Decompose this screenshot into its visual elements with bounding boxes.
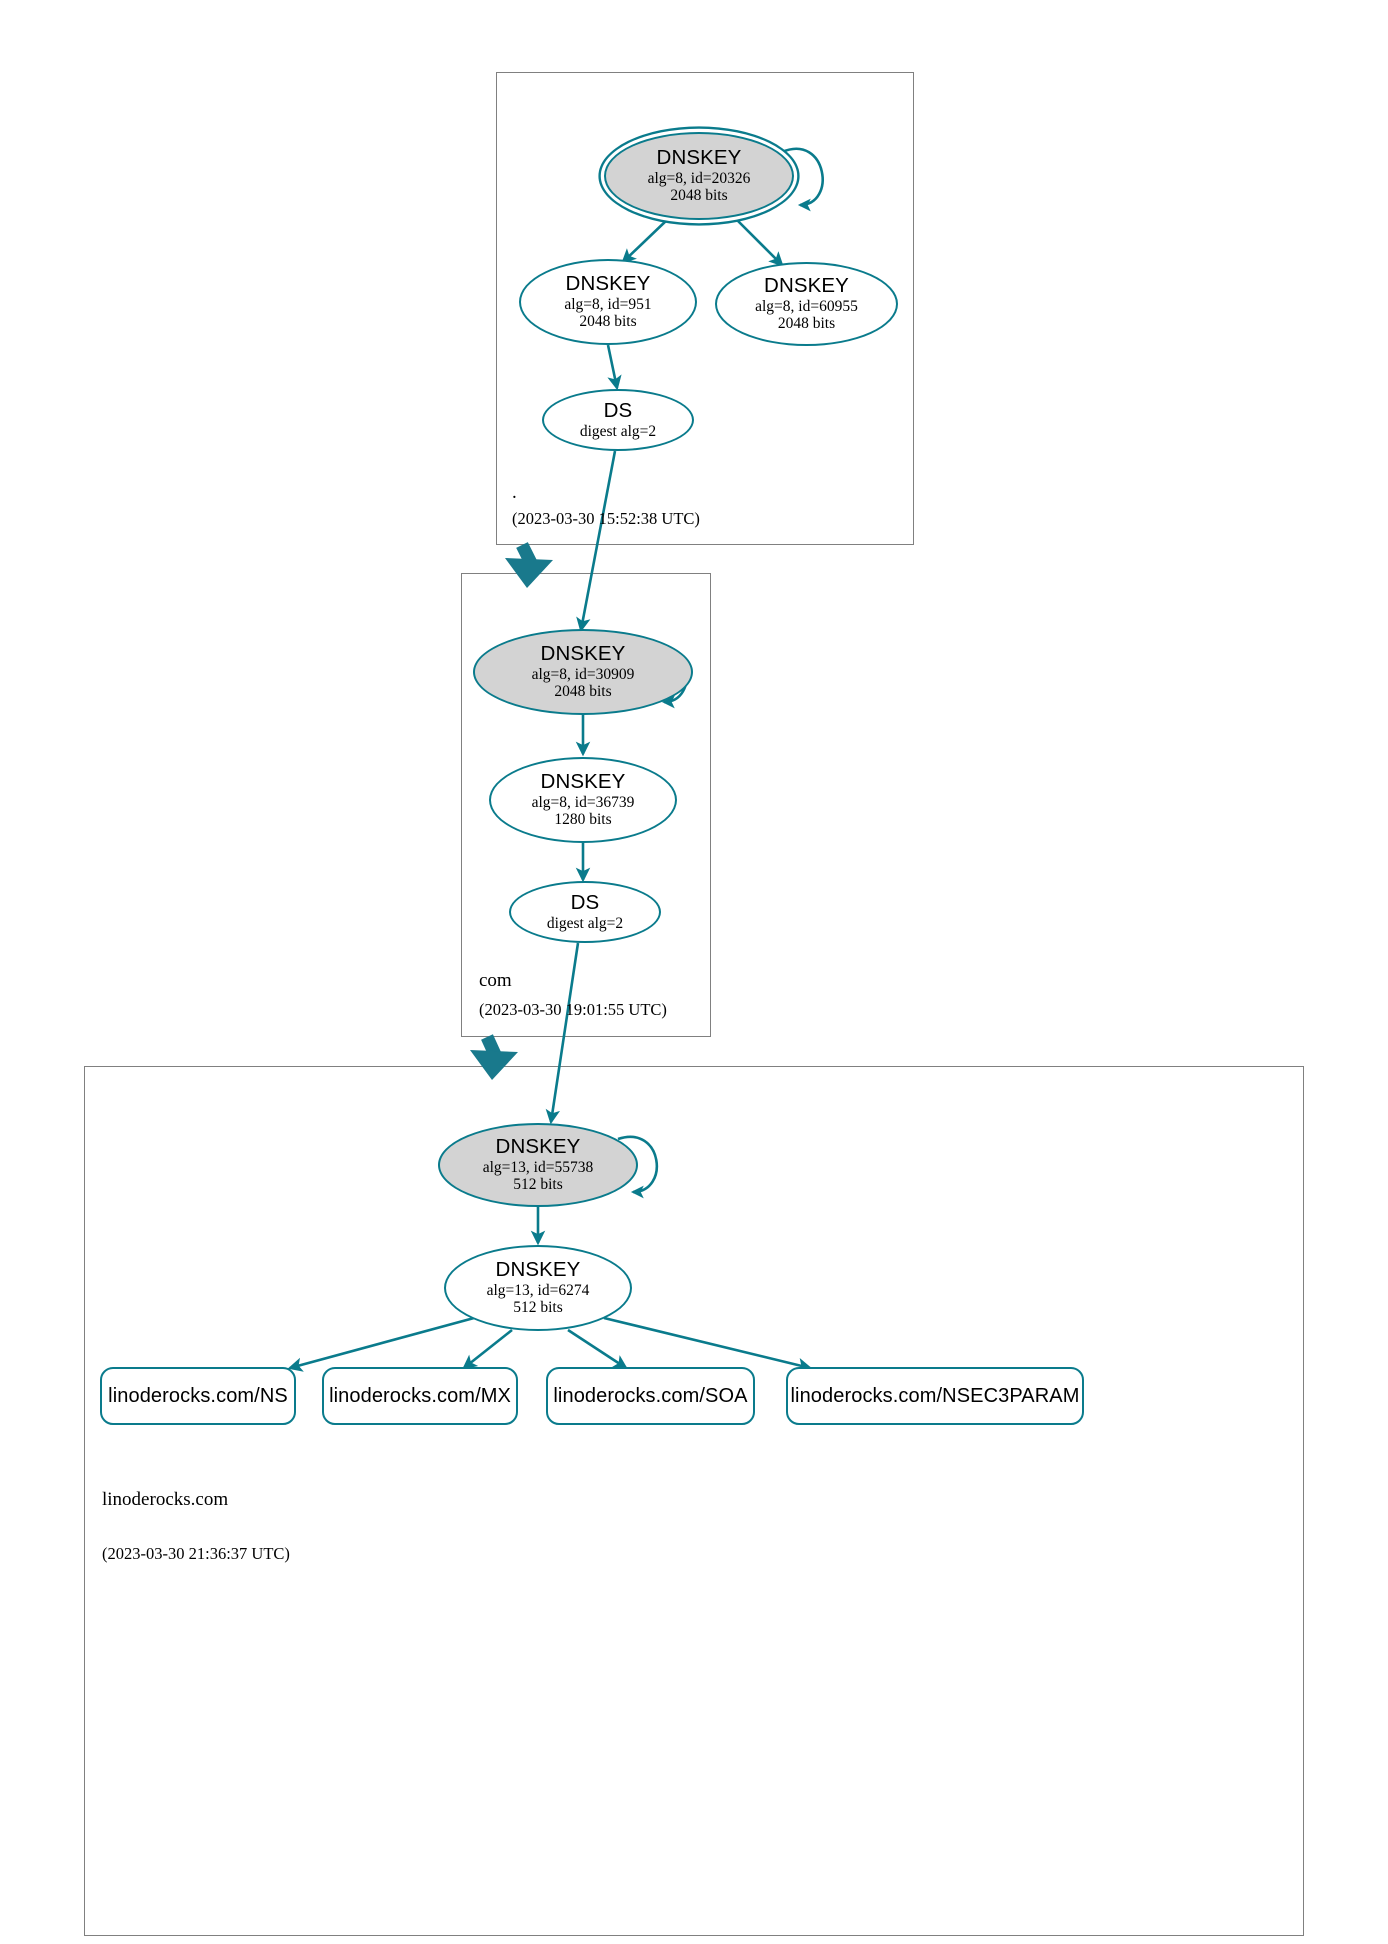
- node-dnskey-root-ksk-20326[interactable]: DNSKEY alg=8, id=20326 2048 bits: [604, 132, 794, 220]
- node-title: DNSKEY: [540, 642, 626, 666]
- node-title: DS: [603, 398, 633, 422]
- node-params: alg=8, id=60955: [755, 298, 858, 316]
- node-params: alg=8, id=20326: [647, 170, 751, 188]
- rrset-label: linoderocks.com/NSEC3PARAM: [790, 1384, 1080, 1407]
- node-title: DNSKEY: [565, 272, 651, 296]
- zone-name-linoderocks: linoderocks.com: [102, 1489, 229, 1510]
- zone-timestamp-root: (2023-03-30 15:52:38 UTC): [512, 509, 700, 528]
- node-dnskey-linoderocks-zsk-6274[interactable]: DNSKEY alg=13, id=6274 512 bits: [444, 1245, 632, 1331]
- node-rrset-mx[interactable]: linoderocks.com/MX: [322, 1367, 518, 1425]
- node-size: 512 bits: [513, 1299, 563, 1317]
- node-title: DNSKEY: [764, 274, 849, 298]
- node-size: 2048 bits: [579, 313, 637, 331]
- node-title: DNSKEY: [495, 1135, 581, 1159]
- node-params: alg=8, id=36739: [531, 794, 635, 812]
- node-title: DNSKEY: [495, 1258, 581, 1282]
- node-params: digest alg=2: [579, 422, 657, 440]
- node-dnskey-com-zsk-36739[interactable]: DNSKEY alg=8, id=36739 1280 bits: [489, 757, 677, 843]
- node-params: alg=8, id=30909: [531, 666, 635, 684]
- node-params: alg=8, id=951: [564, 296, 652, 314]
- node-title: DNSKEY: [656, 146, 742, 170]
- rrset-label: linoderocks.com/SOA: [553, 1384, 748, 1407]
- node-params: alg=13, id=6274: [486, 1282, 590, 1300]
- rrset-label: linoderocks.com/NS: [108, 1384, 288, 1407]
- zone-name-root: .: [512, 482, 517, 503]
- zone-timestamp-com: (2023-03-30 19:01:55 UTC): [479, 1000, 667, 1019]
- node-rrset-soa[interactable]: linoderocks.com/SOA: [546, 1367, 755, 1425]
- node-ds-root[interactable]: DS digest alg=2: [542, 389, 694, 451]
- node-size: 2048 bits: [670, 187, 728, 205]
- node-size: 2048 bits: [554, 683, 612, 701]
- node-rrset-ns[interactable]: linoderocks.com/NS: [100, 1367, 296, 1425]
- zone-box-root: [496, 72, 914, 545]
- zone-name-com: com: [479, 970, 512, 991]
- node-dnskey-linoderocks-ksk-55738[interactable]: DNSKEY alg=13, id=55738 512 bits: [438, 1123, 638, 1207]
- node-title: DNSKEY: [540, 770, 626, 794]
- node-rrset-nsec3param[interactable]: linoderocks.com/NSEC3PARAM: [786, 1367, 1084, 1425]
- node-size: 512 bits: [513, 1176, 563, 1194]
- node-dnskey-com-ksk-30909[interactable]: DNSKEY alg=8, id=30909 2048 bits: [473, 629, 693, 715]
- node-title: DS: [570, 890, 600, 914]
- zone-timestamp-linoderocks: (2023-03-30 21:36:37 UTC): [102, 1544, 290, 1563]
- rrset-label: linoderocks.com/MX: [329, 1384, 511, 1407]
- node-size: 1280 bits: [554, 811, 612, 829]
- node-params: digest alg=2: [546, 914, 624, 932]
- node-dnskey-root-zsk-60955[interactable]: DNSKEY alg=8, id=60955 2048 bits: [715, 262, 898, 346]
- node-ds-com[interactable]: DS digest alg=2: [509, 881, 661, 943]
- node-params: alg=13, id=55738: [482, 1159, 594, 1177]
- node-size: 2048 bits: [777, 315, 836, 333]
- node-dnskey-root-zsk-951[interactable]: DNSKEY alg=8, id=951 2048 bits: [519, 259, 697, 345]
- zone-box-linoderocks: [84, 1066, 1304, 1936]
